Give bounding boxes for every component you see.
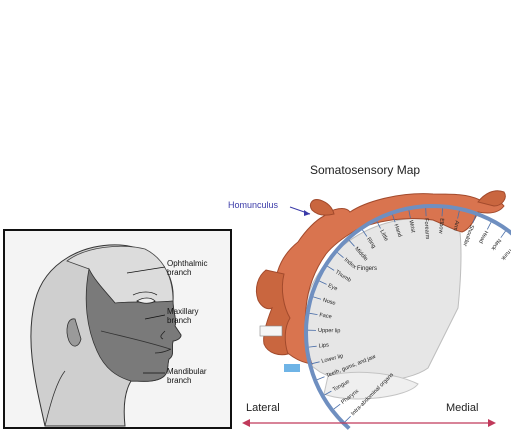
- body-part-label: Forearm: [423, 218, 430, 240]
- cortex-edge-arc: [303, 203, 511, 430]
- body-part-label: Eye: [327, 283, 338, 292]
- cortex-tick: [344, 415, 351, 423]
- head-profile-illustration: [30, 244, 182, 427]
- tongue-marker: [284, 364, 300, 372]
- homunculus-foot: [477, 190, 506, 207]
- cortex-tick: [441, 208, 443, 217]
- cortex-tick: [348, 240, 355, 247]
- body-part-label: Upper lip: [318, 328, 341, 335]
- cortex-tick: [316, 376, 325, 381]
- body-part-label: Head: [477, 229, 489, 244]
- body-part-label: Hand: [393, 223, 403, 238]
- cortex-tick: [309, 312, 318, 315]
- cortex-tick: [486, 222, 492, 230]
- arrow-head-right: [488, 419, 496, 427]
- homunculus-pointer-head: [304, 210, 310, 216]
- cortex-tick: [324, 390, 332, 396]
- body-part-label: Neck: [489, 237, 501, 251]
- lateral-label: Lateral: [246, 402, 280, 414]
- homunculus-label: Homunculus: [228, 200, 279, 210]
- somatosensory-map: GenitaliaToesFootLegHipTrunkNeckHeadShou…: [228, 158, 511, 436]
- homunculus-teeth: [259, 325, 283, 337]
- cortex-tick: [337, 252, 344, 259]
- body-part-label: Arm: [452, 220, 460, 232]
- cortex-tick: [308, 345, 317, 348]
- body-part-label: Lower lip: [321, 353, 344, 364]
- eye-shape: [136, 297, 156, 304]
- body-part-label: Lips: [318, 342, 329, 349]
- map-title: Somatosensory Map: [310, 163, 421, 177]
- cortex-tick: [333, 403, 341, 410]
- maxillary-leader: [144, 314, 166, 320]
- arrow-head-left: [242, 419, 250, 427]
- body-part-label: Face: [319, 312, 332, 320]
- cortex-tick: [311, 361, 320, 365]
- ear-shape: [66, 318, 82, 347]
- homunculus-hand: [309, 199, 335, 216]
- body-part-label: Elbow: [437, 218, 444, 235]
- cortex-tick: [319, 280, 327, 285]
- body-part-label: Little: [378, 229, 389, 242]
- cortex-tick: [376, 221, 381, 229]
- body-part-label: Trunk: [499, 247, 511, 262]
- cortex-tick: [457, 210, 460, 219]
- body-part-label: Wrist: [407, 220, 415, 234]
- homunculus-illustration: GenitaliaToesFootLegHipTrunkNeckHeadShou…: [242, 190, 511, 430]
- body-part-label: Ring: [365, 237, 376, 250]
- cortex-tick: [362, 229, 368, 237]
- ophthalmic-leader: [126, 266, 166, 274]
- fingers-group-label: Fingers: [357, 266, 377, 272]
- body-part-label: Nose: [322, 297, 336, 307]
- cortex-tick: [313, 296, 322, 300]
- cortex-tick: [472, 215, 476, 224]
- cortex-tick: [500, 230, 506, 238]
- cortex-tick: [327, 265, 335, 271]
- cortex-tick: [392, 214, 396, 223]
- temporal-lobe: [323, 371, 419, 400]
- cortex-tick: [408, 210, 411, 219]
- medial-label: Medial: [446, 402, 479, 414]
